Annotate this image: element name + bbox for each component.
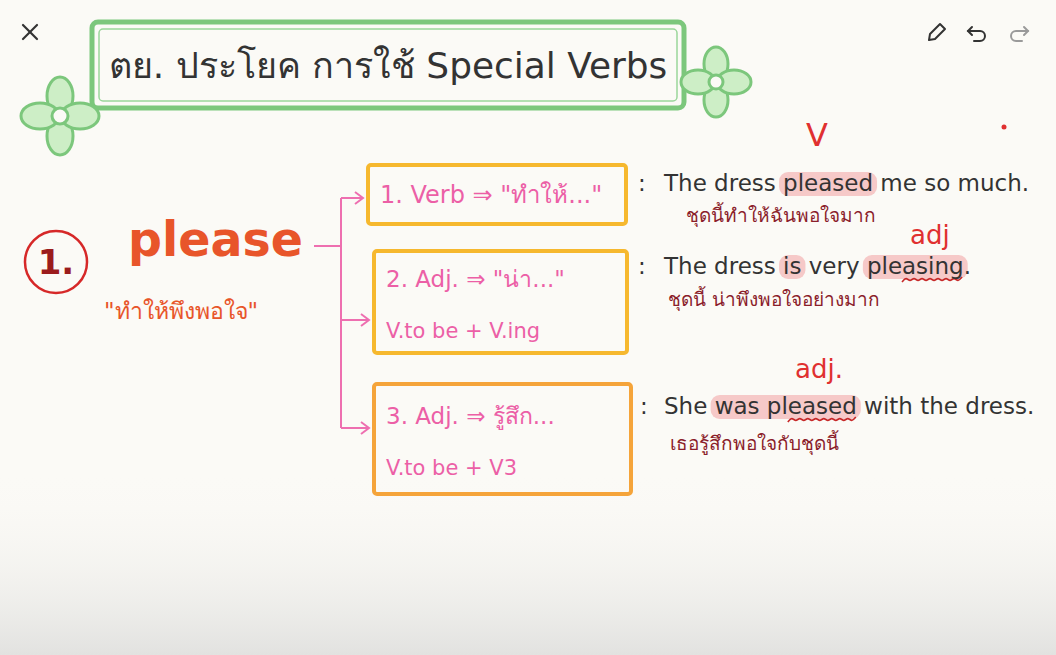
- bracket-stem: [314, 245, 341, 247]
- box-formula: V.to be + V3: [386, 456, 615, 480]
- verb-mark: V: [806, 116, 828, 154]
- title-frame-inner: [99, 29, 677, 101]
- adj-mark: adj.: [795, 354, 843, 385]
- colon: :: [638, 170, 646, 198]
- red-dot: [1002, 125, 1007, 130]
- example-sentence: The dress pleased me so much.: [664, 170, 1029, 198]
- usage-box: 3. Adj. ⇒ รู้สึก... V.to be + V3: [372, 382, 633, 496]
- bracket-arrowhead: [355, 192, 363, 204]
- bottom-shade: [0, 470, 1056, 655]
- number-circle: 1.: [23, 229, 89, 295]
- close-icon: [23, 25, 37, 39]
- title-frame: [92, 22, 684, 108]
- colon: :: [638, 253, 646, 281]
- pencil-icon: [929, 24, 945, 40]
- thai-translation: ชุดนี้ น่าพึงพอใจอย่างมาก: [668, 288, 880, 311]
- meaning: "ทำให้พึงพอใจ": [104, 298, 258, 326]
- bracket-branch: [341, 319, 369, 321]
- bracket-arrowhead: [361, 314, 369, 326]
- adj-mark: adj: [910, 220, 950, 251]
- bracket-branch: [341, 197, 363, 199]
- usage-box: 2. Adj. ⇒ "น่า..." V.to be + V.ing: [372, 249, 629, 355]
- undo-icon: [968, 27, 985, 41]
- branch-bracket: [314, 192, 369, 434]
- example-sentence: She was pleased with the dress.: [664, 393, 1034, 421]
- circle-shape: [25, 231, 87, 293]
- thai-translation: ชุดนี้ทำให้ฉันพอใจมาก: [686, 204, 876, 227]
- usage-box: 1. Verb ⇒ "ทำให้...": [366, 163, 628, 226]
- flower-left: [21, 77, 99, 155]
- box-heading: 1. Verb ⇒ "ทำให้...": [380, 175, 610, 214]
- redo-icon: [1011, 27, 1028, 41]
- bracket-arrowhead: [361, 422, 369, 434]
- keyword: please: [128, 212, 303, 269]
- box-formula: V.to be + V.ing: [386, 319, 611, 343]
- title-text: ตย. ประโยค การใช้ Special Verbs: [109, 37, 668, 94]
- example-sentence: The dress is very pleasing.: [664, 253, 971, 281]
- box-heading: 1.: [38, 242, 75, 282]
- flower-right: [681, 47, 751, 117]
- thai-translation: เธอรู้สึกพอใจกับชุดนี้: [670, 432, 839, 455]
- box-heading: 2. Adj. ⇒ "น่า...": [386, 261, 611, 297]
- colon: :: [640, 393, 648, 421]
- bracket-spine: [340, 198, 342, 428]
- box-heading: 3. Adj. ⇒ รู้สึก...: [386, 398, 615, 434]
- bracket-branch: [341, 427, 369, 429]
